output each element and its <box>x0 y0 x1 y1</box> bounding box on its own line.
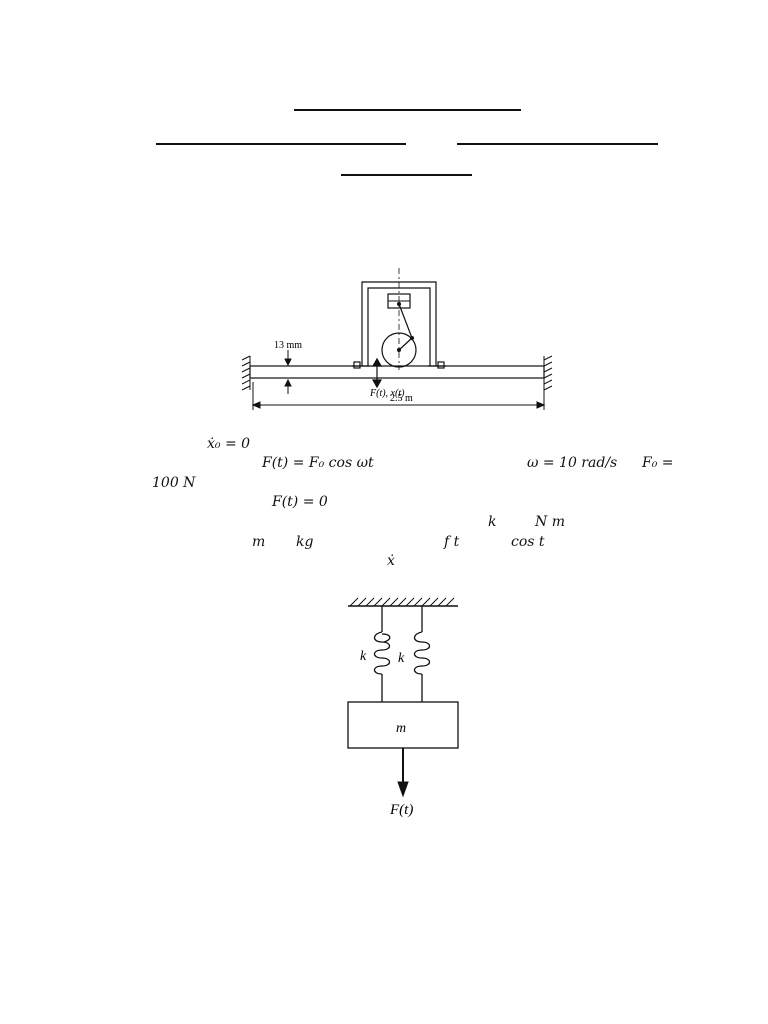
crank-wheel <box>381 332 417 368</box>
f-t-text: f t <box>444 534 460 550</box>
right-wall-hatch <box>543 355 553 391</box>
initial-velocity-text: ẋ₀ = 0 <box>207 436 251 452</box>
force-label: F(t), x(t) <box>369 388 405 399</box>
beam <box>249 365 545 379</box>
mass-spring-figure: k k m F(t) <box>347 597 459 818</box>
spring-left-label: k <box>360 649 367 664</box>
thickness-marker <box>284 350 292 394</box>
kg-text: kg <box>296 534 314 550</box>
connecting-rod <box>398 303 413 339</box>
right-spring <box>413 606 431 702</box>
k-symbol-text: k <box>488 514 497 530</box>
left-wall-hatch <box>241 355 251 391</box>
spring-right-label: k <box>398 651 405 666</box>
length-dimension <box>251 382 546 410</box>
omega-text: ω = 10 rad/s <box>527 455 618 471</box>
thickness-label: 13 mm <box>274 340 302 351</box>
m-symbol-text: m <box>252 534 266 550</box>
header-rule-2-right <box>457 143 658 145</box>
mass-label: m <box>396 721 406 736</box>
left-spring <box>373 606 391 702</box>
F0-value-text: 100 N <box>152 475 196 491</box>
header-rule-2-left <box>156 143 406 145</box>
force-zero-text: F(t) = 0 <box>272 494 328 510</box>
force-down-arrow <box>397 748 409 798</box>
F0-label-text: F₀ = <box>642 455 674 471</box>
cos-t-text: cos t <box>511 534 545 550</box>
header-rule-1 <box>294 109 521 111</box>
force-down-label: F(t) <box>389 802 413 818</box>
ceiling-hatch <box>348 597 458 607</box>
beam-motor-figure: 13 mm F(t), x(t) 2.5 m <box>241 268 553 410</box>
x-dot-text: ẋ <box>387 553 395 569</box>
force-arrow <box>371 357 383 389</box>
header-rule-3 <box>341 174 472 176</box>
length-label: 2.5 m <box>390 393 413 404</box>
N-m-text: N m <box>535 514 565 530</box>
force-equation-text: F(t) = F₀ cos ωt <box>262 455 374 471</box>
